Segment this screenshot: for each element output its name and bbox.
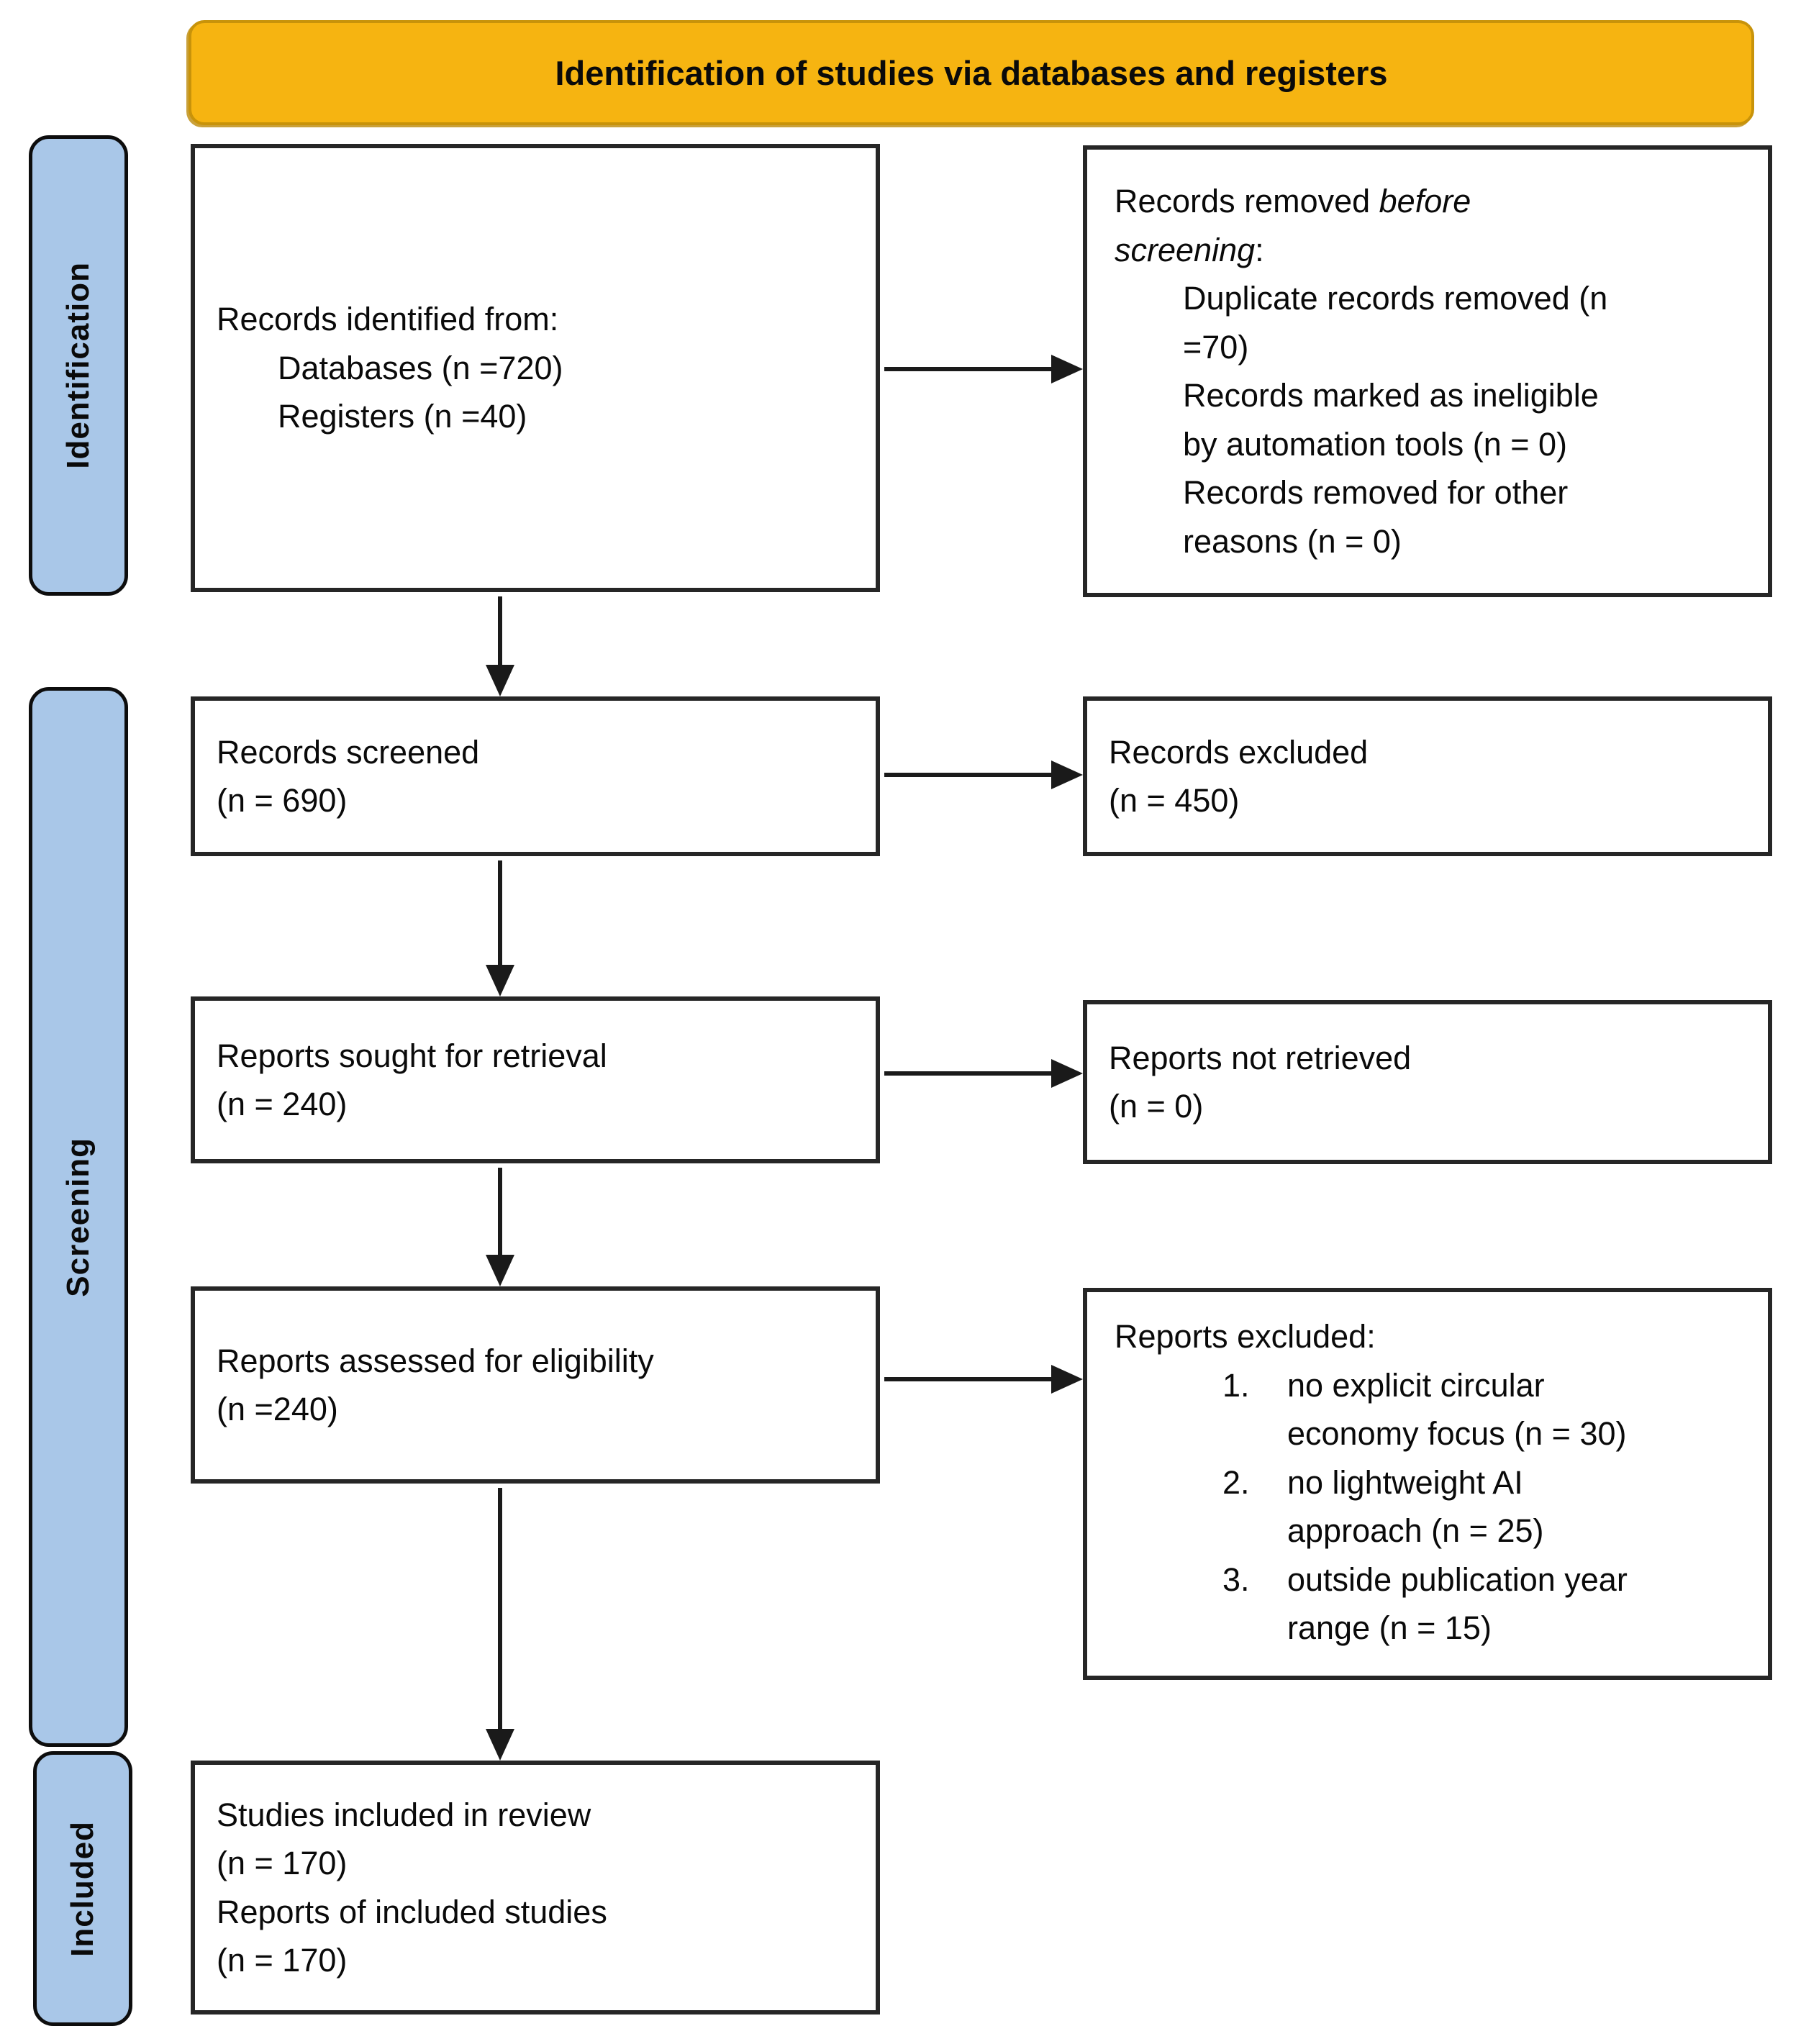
arrow-assessed-to-excluded-head-icon (1051, 1365, 1083, 1394)
arrow-identified-to-screened-head-icon (486, 665, 514, 696)
reports-excluded-item-2-number: 2. (1222, 1463, 1250, 1501)
stage-identification: Identification (29, 135, 128, 596)
arrow-assessed-to-included-line (498, 1488, 502, 1732)
stage-identification-label: Identification (60, 262, 96, 469)
stage-screening-label: Screening (60, 1137, 96, 1297)
arrow-screened-to-excluded-line (884, 773, 1054, 777)
stage-included-label: Included (65, 1820, 100, 1957)
records-identified-item-databases: Databases (n =720) (278, 349, 563, 386)
arrow-sought-to-not-retrieved-line (884, 1071, 1054, 1076)
records-removed-lead: Records removed (1115, 183, 1379, 219)
records-removed-item-other: Records removed for other reasons (n = 0… (1183, 474, 1569, 560)
reports-excluded-heading: Reports excluded: (1115, 1318, 1376, 1355)
arrow-sought-to-not-retrieved-head-icon (1051, 1059, 1083, 1088)
arrow-identified-to-removed-line (884, 367, 1054, 371)
box-reports-excluded: Reports excluded: 1. no explicit circula… (1083, 1288, 1772, 1680)
arrow-screened-to-sought-head-icon (486, 965, 514, 996)
reports-excluded-item-2: 2. no lightweight AI approach (n = 25) (1222, 1458, 1750, 1555)
reports-excluded-item-2-text: no lightweight AI approach (n = 25) (1287, 1463, 1544, 1550)
reports-excluded-item-3-number: 3. (1222, 1561, 1250, 1598)
arrow-identified-to-screened-line (498, 596, 502, 668)
reports-excluded-item-3: 3. outside publication year range (n = 1… (1222, 1555, 1750, 1653)
arrow-screened-to-sought-line (498, 860, 502, 970)
box-records-removed: Records removed before screening: Duplic… (1083, 145, 1772, 597)
box-records-excluded: Records excluded (n = 450) (1083, 696, 1772, 856)
diagram-title: Identification of studies via databases … (555, 53, 1388, 92)
records-identified-items: Databases (n =720) Registers (n =40) (278, 344, 861, 441)
arrow-sought-to-assessed-line (498, 1168, 502, 1260)
reports-excluded-item-3-text: outside publication year range (n = 15) (1287, 1561, 1628, 1647)
records-removed-item-duplicates: Duplicate records removed (n =70) (1183, 280, 1608, 365)
reports-excluded-item-1: 1. no explicit circular economy focus (n… (1222, 1361, 1750, 1458)
arrow-identified-to-removed-head-icon (1051, 355, 1083, 383)
reports-excluded-list: 1. no explicit circular economy focus (n… (1222, 1361, 1750, 1653)
arrow-assessed-to-included-head-icon (486, 1729, 514, 1761)
records-removed-items: Duplicate records removed (n =70) Record… (1183, 274, 1750, 565)
records-removed-lead-colon: : (1255, 231, 1264, 268)
reports-excluded-item-1-text: no explicit circular economy focus (n = … (1287, 1366, 1627, 1453)
box-reports-sought: Reports sought for retrieval (n = 240) (191, 996, 880, 1163)
records-removed-heading: Records removed before screening: (1115, 177, 1546, 274)
arrow-screened-to-excluded-head-icon (1051, 760, 1083, 789)
records-removed-lead-italic: before screening (1115, 183, 1471, 268)
records-removed-item-automation: Records marked as ineligible by automati… (1183, 377, 1599, 463)
arrow-assessed-to-excluded-line (884, 1377, 1054, 1381)
box-records-identified: Records identified from: Databases (n =7… (191, 144, 880, 592)
stage-screening: Screening (29, 687, 128, 1747)
reports-excluded-item-1-number: 1. (1222, 1366, 1250, 1404)
arrow-sought-to-assessed-head-icon (486, 1255, 514, 1286)
box-studies-included: Studies included in review (n = 170) Rep… (191, 1761, 880, 2015)
records-identified-item-registers: Registers (n =40) (278, 398, 527, 435)
stage-included: Included (33, 1751, 132, 2026)
title-banner: Identification of studies via databases … (189, 20, 1754, 125)
box-records-screened: Records screened (n = 690) (191, 696, 880, 856)
box-reports-assessed: Reports assessed for eligibility (n =240… (191, 1286, 880, 1484)
records-identified-heading: Records identified from: (217, 301, 559, 338)
box-reports-not-retrieved: Reports not retrieved (n = 0) (1083, 1000, 1772, 1164)
